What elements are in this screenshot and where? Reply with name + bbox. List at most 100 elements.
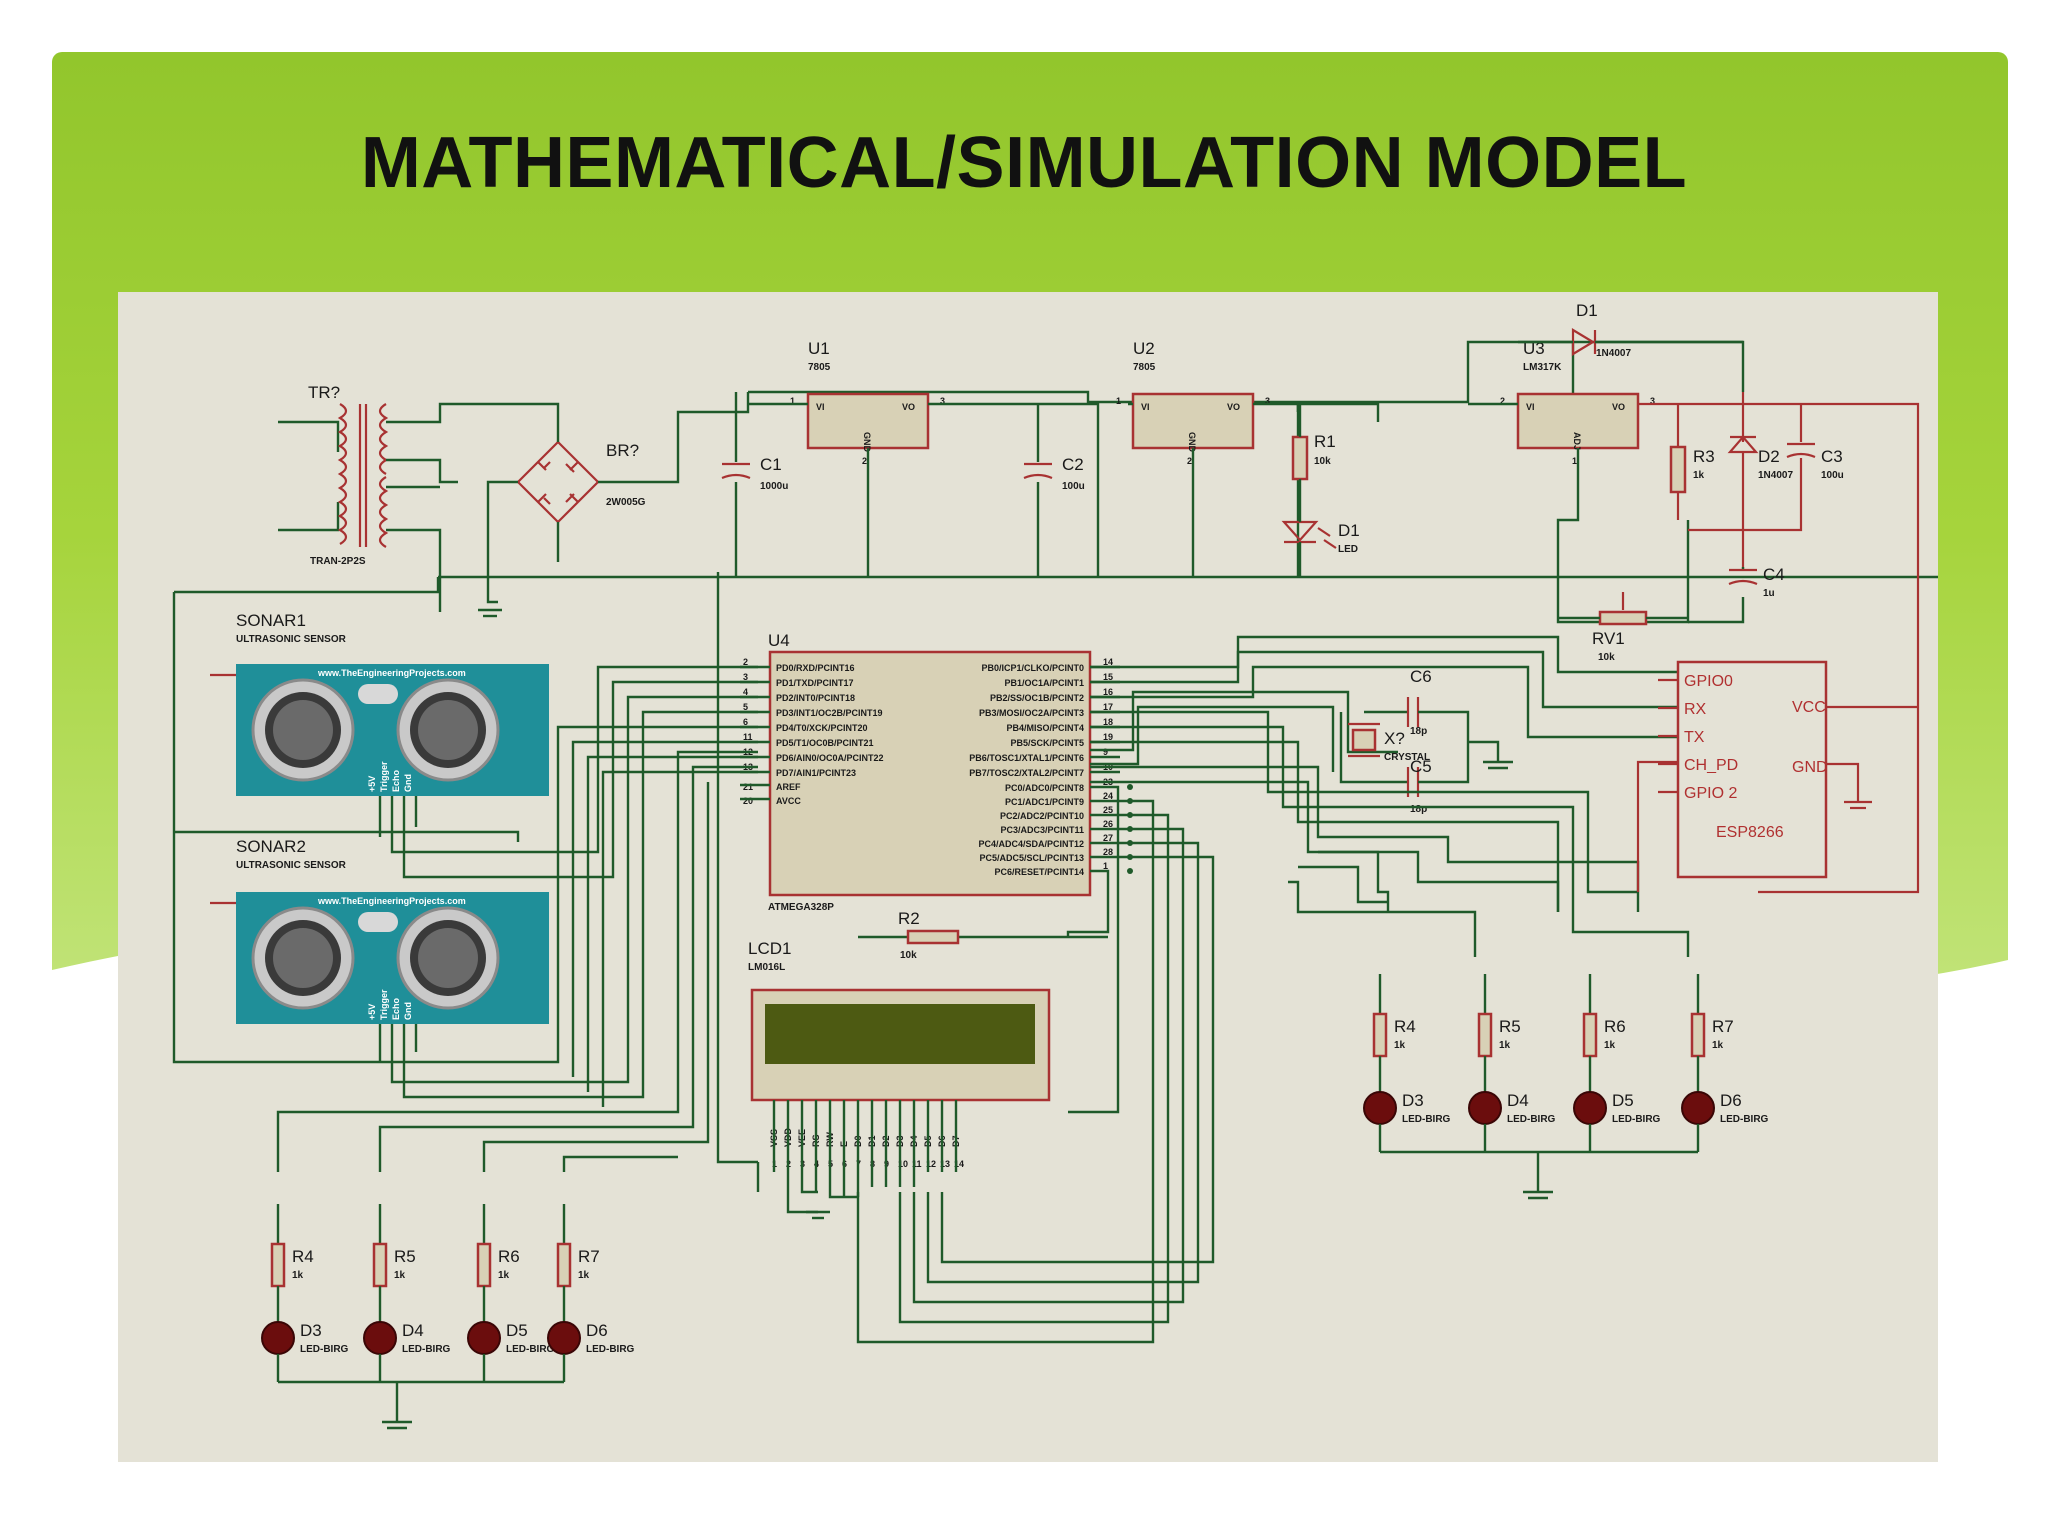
u4-pc-pin-num: 27: [1103, 833, 1113, 843]
u4-right-pin: PB7/TOSC2/XTAL2/PCINT7: [969, 768, 1084, 778]
u1-vo: VO: [902, 402, 915, 412]
r1-value: 10k: [1314, 456, 1331, 467]
u2-vo: VO: [1227, 402, 1240, 412]
led-bank-led: [1573, 1091, 1607, 1125]
lcd-pin-num: 13: [940, 1159, 950, 1169]
led-bank-resistor-value: 1k: [498, 1270, 510, 1281]
d2-ref: D2: [1758, 447, 1780, 466]
sonar1-pin-gnd: Gnd: [403, 774, 413, 792]
led-bank-led-ref: D3: [300, 1321, 322, 1340]
u4-right-pin-num: 18: [1103, 717, 1113, 727]
r1-led-d1-real-drawing: R1 10k D1 LED: [1281, 404, 1360, 577]
led-bank-led: [467, 1321, 501, 1355]
regulator-u1: U1 7805 VI VO GND 1 3 2: [748, 339, 968, 577]
u4-pc-pin-num: 1: [1103, 861, 1108, 871]
led-bank-led-part: LED-BIRG: [1402, 1114, 1451, 1125]
led-bank-resistor: [476, 1242, 492, 1288]
r2-ref: R2: [898, 909, 920, 928]
led-bank-resistor-value: 1k: [292, 1270, 304, 1281]
r1-ref: R1: [1314, 432, 1336, 451]
bridge-ref: BR?: [606, 441, 639, 460]
u4-left-pin: PD2/INT0/PCINT18: [776, 693, 855, 703]
u4-right-pin-num: 14: [1103, 657, 1113, 667]
c6-ref: C6: [1410, 667, 1432, 686]
led-bank-resistor: [1582, 1012, 1598, 1058]
u4-pc-pin: PC6/RESET/PCINT14: [994, 867, 1084, 877]
sonar1-ref: SONAR1: [236, 611, 306, 630]
led-d1-ref: D1: [1338, 521, 1360, 540]
u3-vi: VI: [1526, 402, 1535, 412]
led-bank-led-ref: D6: [586, 1321, 608, 1340]
sonar2-pins: +5V Trigger Echo Gnd: [367, 989, 413, 1020]
u1-part: 7805: [808, 362, 831, 373]
led-bank-led: [1681, 1091, 1715, 1125]
u4-left-pin: PD3/INT1/OC2B/PCINT19: [776, 708, 883, 718]
crystal-part: CRYSTAL: [1384, 752, 1430, 763]
u1-pin-out: 3: [940, 396, 945, 406]
led-d1-part: LED: [1338, 544, 1358, 555]
u4-left-pin: PD5/T1/OC0B/PCINT21: [776, 738, 874, 748]
led-bank-led-ref: D5: [506, 1321, 528, 1340]
u4-left-pin: PD0/RXD/PCINT16: [776, 663, 855, 673]
u4-left-pin: PD7/AIN1/PCINT23: [776, 768, 856, 778]
sonar2-sensor: SONAR2 ULTRASONIC SENSOR www.TheEngineer…: [210, 695, 758, 1099]
esp-left-pin: GPIO0: [1684, 673, 1733, 690]
u4-right-pin-num: 17: [1103, 702, 1113, 712]
led-bank-led-part: LED-BIRG: [506, 1344, 555, 1355]
u4-ref: U4: [768, 631, 790, 650]
u4-right-pin: PB1/OC1A/PCINT1: [1004, 678, 1084, 688]
u4-right-pin: PB6/TOSC1/XTAL1/PCINT6: [969, 753, 1084, 763]
transformer-ref: TR?: [308, 383, 340, 402]
right-led-bank: R41kD3LED-BIRGR51kD4LED-BIRGR61kD5LED-BI…: [1363, 974, 1769, 1152]
sonar2-pin-gnd: Gnd: [403, 1002, 413, 1020]
microcontroller-u4: U4 ATMEGA328P PD0/RXD/PCINT162PD1/TXD/PC…: [716, 572, 1133, 1164]
esp-part: ESP8266: [1716, 824, 1784, 841]
r3-value: 1k: [1693, 470, 1705, 481]
lcd-pin-num: 14: [954, 1159, 964, 1169]
u3-pin-in: 2: [1500, 396, 1505, 406]
crystal-oscillator: X? CRYSTAL C6 18p C5 18p: [1090, 667, 1513, 815]
c5-value: 18p: [1410, 804, 1427, 815]
led-bank-resistor-value: 1k: [1499, 1040, 1511, 1051]
led-bank-led-part: LED-BIRG: [402, 1344, 451, 1355]
led-bank-led-ref: D4: [1507, 1091, 1529, 1110]
diode-d2: D2 1N4007: [1727, 392, 1793, 570]
u4-pc-pin-num: 25: [1103, 805, 1113, 815]
rv1-ref: RV1: [1592, 629, 1625, 648]
led-bank-resistor: [372, 1242, 388, 1288]
u4-pc-pin: PC4/ADC4/SDA/PCINT12: [978, 839, 1084, 849]
led-bank-resistor-ref: R6: [498, 1247, 520, 1266]
led-bank-led: [1363, 1091, 1397, 1125]
sonar2-pin-trig: Trigger: [379, 989, 389, 1020]
led-bank-led-ref: D6: [1720, 1091, 1742, 1110]
led-bank-led-ref: D3: [1402, 1091, 1424, 1110]
u4-left-pin-num: 2: [743, 657, 748, 667]
led-bank-led: [363, 1321, 397, 1355]
u2-gnd: GND: [1187, 432, 1197, 453]
led-bank-resistor: [1690, 1012, 1706, 1058]
transformer-part: TRAN-2P2S: [310, 556, 366, 567]
lcd-pin-num: 11: [912, 1159, 922, 1169]
led-bank-led-part: LED-BIRG: [586, 1344, 635, 1355]
led-bank-resistor-value: 1k: [578, 1270, 590, 1281]
led-bank-resistor-value: 1k: [1604, 1040, 1616, 1051]
d1-top-ref: D1: [1576, 301, 1598, 320]
u2-vi: VI: [1141, 402, 1150, 412]
esp-gnd: GND: [1792, 759, 1828, 776]
led-bank-resistor-value: 1k: [1394, 1040, 1406, 1051]
u4-pc-pin-num: 26: [1103, 819, 1113, 829]
led-bank-led-part: LED-BIRG: [1612, 1114, 1661, 1125]
u4-left-pin-num: 4: [743, 687, 748, 697]
rv1-value: 10k: [1598, 652, 1615, 663]
u4-avcc-num: 20: [743, 796, 753, 806]
led-bank-resistor-ref: R5: [1499, 1017, 1521, 1036]
esp-left-pin: TX: [1684, 729, 1705, 746]
esp-left-pin: GPIO 2: [1684, 785, 1737, 802]
u4-pc-pin: PC1/ADC1/PCINT9: [1005, 797, 1084, 807]
regulator-u3: U3 LM317K VI VO ADJ 2 3 1: [1468, 339, 1920, 894]
d1-top-part: 1N4007: [1596, 348, 1631, 359]
u2-part: 7805: [1133, 362, 1156, 373]
c4-ref: C4: [1763, 565, 1785, 584]
crystal-ref: X?: [1384, 729, 1405, 748]
